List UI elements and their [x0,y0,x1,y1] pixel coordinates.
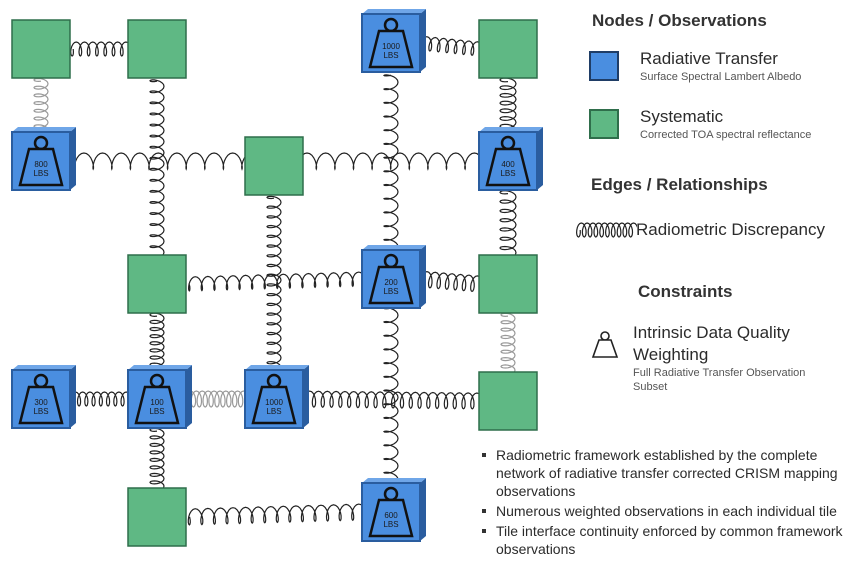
systematic-node [244,136,304,196]
spring-edge [184,390,250,408]
weight-icon [368,498,414,538]
weight-label: 300 [34,398,48,407]
weight-icon [134,385,180,425]
weight-icon [485,147,531,187]
constraint-sub-line1: Full Radiative Transfer Observation [633,367,806,379]
spring-edge [70,41,132,57]
constraint-title-line1: Intrinsic Data Quality [633,323,790,342]
spring-edge [149,312,165,374]
weight-label: 200 [384,278,398,287]
spring-edge [187,503,367,526]
weight-icon [251,385,297,425]
systematic-node [478,19,538,79]
weight-icon [368,29,414,69]
weight-label: 100 [150,398,164,407]
systematic-subtitle: Corrected TOA spectral reflectance [640,129,812,141]
weight-label: LBS [383,287,398,296]
weight-label: 400 [501,160,515,169]
spring-edge [149,427,165,492]
note-item: Radiometric framework established by the… [480,446,850,500]
legend-edges-heading: Edges / Relationships [591,175,768,194]
weight-label: 600 [384,511,398,520]
radiative-swatch [589,51,619,81]
spring-edge [302,390,484,410]
systematic-title: Systematic [640,107,724,126]
weight-label: LBS [266,407,281,416]
systematic-node [127,19,187,79]
systematic-node [478,371,538,431]
spring-edge [187,271,366,292]
nodes-layer: 1000LBS800LBS400LBS200LBS300LBS100LBS100… [11,9,543,547]
spring-edge [419,270,484,293]
spring-edge [500,312,516,376]
spring-edge [149,79,165,259]
weight-label: LBS [500,169,515,178]
weight-label: LBS [33,407,48,416]
edge-label: Radiometric Discrepancy [636,220,825,239]
systematic-node [11,19,71,79]
legend-nodes-heading: Nodes / Observations [592,11,767,30]
constraint-title-line2: Weighting [633,345,709,364]
spring-edge [69,391,132,407]
weight-label: 800 [34,160,48,169]
systematic-node [478,254,538,314]
spring-edge [266,195,282,374]
spring-legend-icon [575,222,637,238]
weight-icon [18,385,64,425]
radiative-subtitle: Surface Spectral Lambert Albedo [640,71,802,83]
systematic-node [127,487,187,547]
weight-label: LBS [149,407,164,416]
note-item: Numerous weighted observations in each i… [480,502,850,520]
spring-edge [33,77,49,136]
weight-icon [18,147,64,187]
legend-constraints-heading: Constraints [638,282,733,301]
weight-icon [368,265,414,305]
weight-label: 1000 [265,398,283,407]
constraint-sub-line2: Subset [633,381,668,393]
systematic-swatch [589,109,619,139]
weight-label: 1000 [382,42,400,51]
notes-list: Radiometric framework established by the… [480,446,850,560]
spring-edge [499,77,517,137]
radiative-title: Radiative Transfer [640,49,778,68]
springs-layer [33,36,517,526]
spring-edge [499,190,517,260]
note-item: Tile interface continuity enforced by co… [480,522,850,558]
weight-icon [591,331,619,358]
weight-label: LBS [383,51,398,60]
spring-edge [419,36,483,57]
systematic-node [127,254,187,314]
weight-label: LBS [383,520,398,529]
weight-label: LBS [33,169,48,178]
spring-network-diagram: 1000LBS800LBS400LBS200LBS300LBS100LBS100… [11,9,543,547]
